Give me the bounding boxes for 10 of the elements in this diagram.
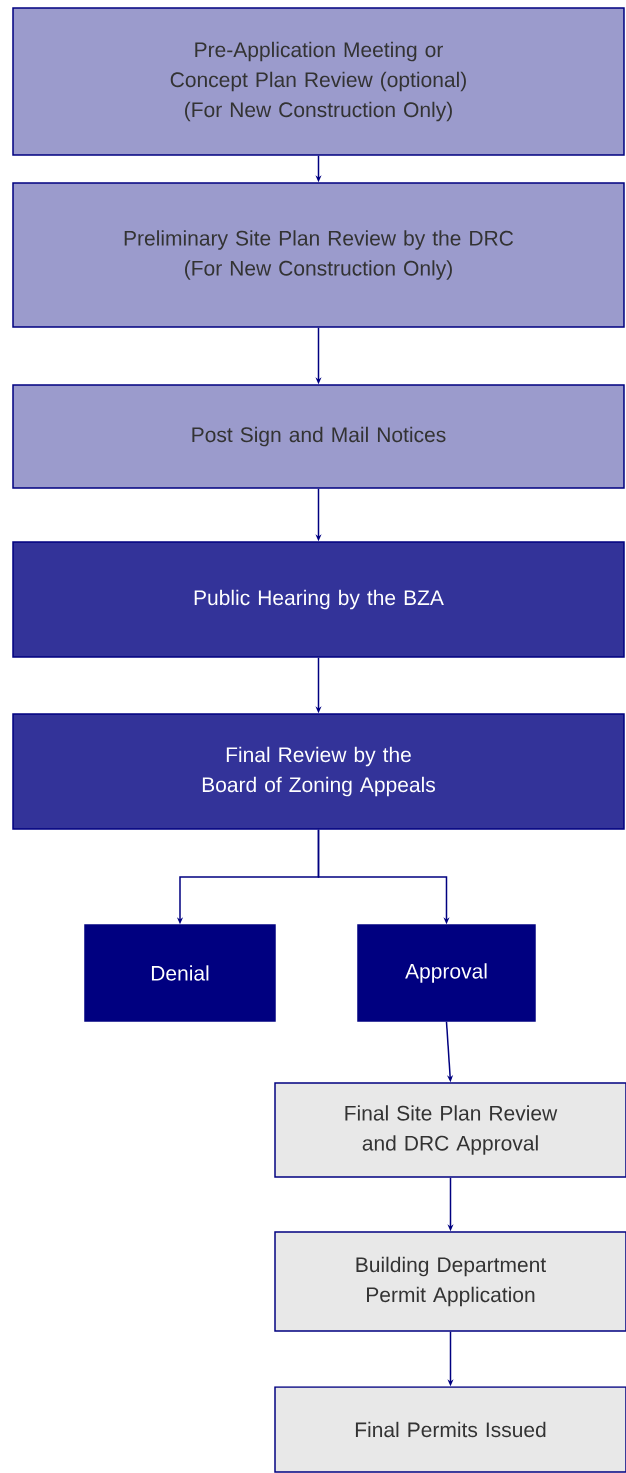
process-box: Approval (357, 924, 536, 1022)
process-box: Building Department Permit Application (274, 1231, 626, 1332)
process-box: Pre-Application Meeting or Concept Plan Review (optional) (For New Construction Only) (12, 7, 625, 156)
process-box: Final Review by the Board of Zoning Appeals (12, 713, 625, 830)
process-box: Denial (84, 924, 276, 1022)
process-box: Preliminary Site Plan Review by the DRC (For New Construction Only) (12, 182, 625, 328)
process-box: Final Site Plan Review and DRC Approval (274, 1082, 626, 1178)
process-box: Post Sign and Mail Notices (12, 384, 625, 489)
process-box: Public Hearing by the BZA (12, 541, 625, 658)
process-box: Final Permits Issued (274, 1386, 626, 1473)
